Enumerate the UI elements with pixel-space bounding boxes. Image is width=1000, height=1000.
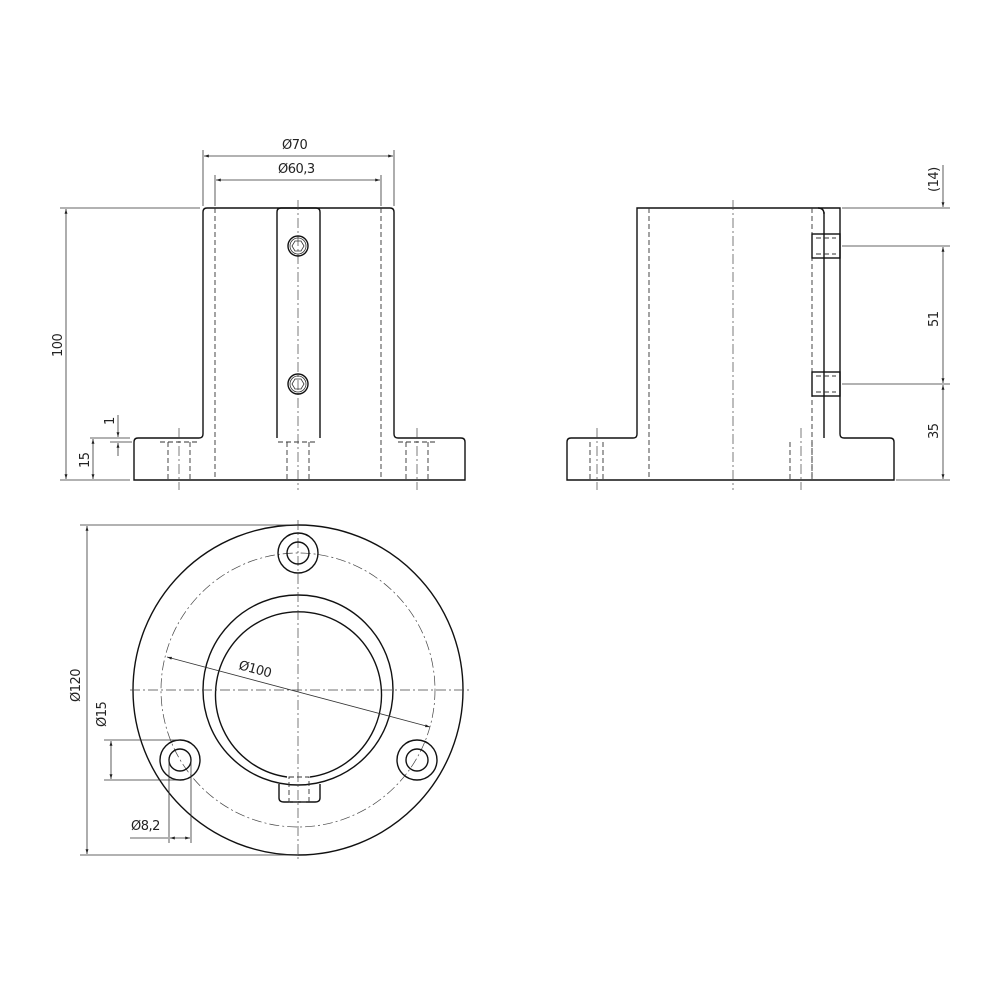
screw-icon — [811, 371, 841, 397]
side-view: (14) 51 35 — [566, 165, 950, 490]
mounting-hole — [277, 532, 319, 574]
dim-inner-diameter: Ø60,3 — [278, 162, 315, 177]
screw-icon — [287, 373, 309, 395]
dim-step: 1 — [103, 417, 118, 425]
dim-screw-height: 35 — [927, 423, 942, 439]
front-view: Ø70 Ø60,3 100 15 1 — [51, 138, 466, 490]
top-view: Ø120 Ø100 Ø15 Ø8,2 — [69, 520, 470, 862]
screw-tab — [278, 784, 321, 803]
screw-icon — [811, 233, 841, 259]
dim-screw-spacing: 51 — [927, 311, 942, 327]
dim-flange-diameter: Ø120 — [69, 669, 84, 702]
mounting-hole — [396, 739, 438, 781]
dim-bolt-circle: Ø100 — [237, 658, 273, 681]
dim-top: (14) — [927, 167, 942, 192]
screw-icon — [287, 235, 309, 257]
dim-flange: 15 — [78, 452, 93, 468]
dim-counterbore: Ø15 — [95, 701, 110, 727]
dim-height: 100 — [51, 333, 66, 357]
dim-outer-diameter: Ø70 — [282, 138, 308, 153]
dim-hole: Ø8,2 — [131, 819, 160, 834]
